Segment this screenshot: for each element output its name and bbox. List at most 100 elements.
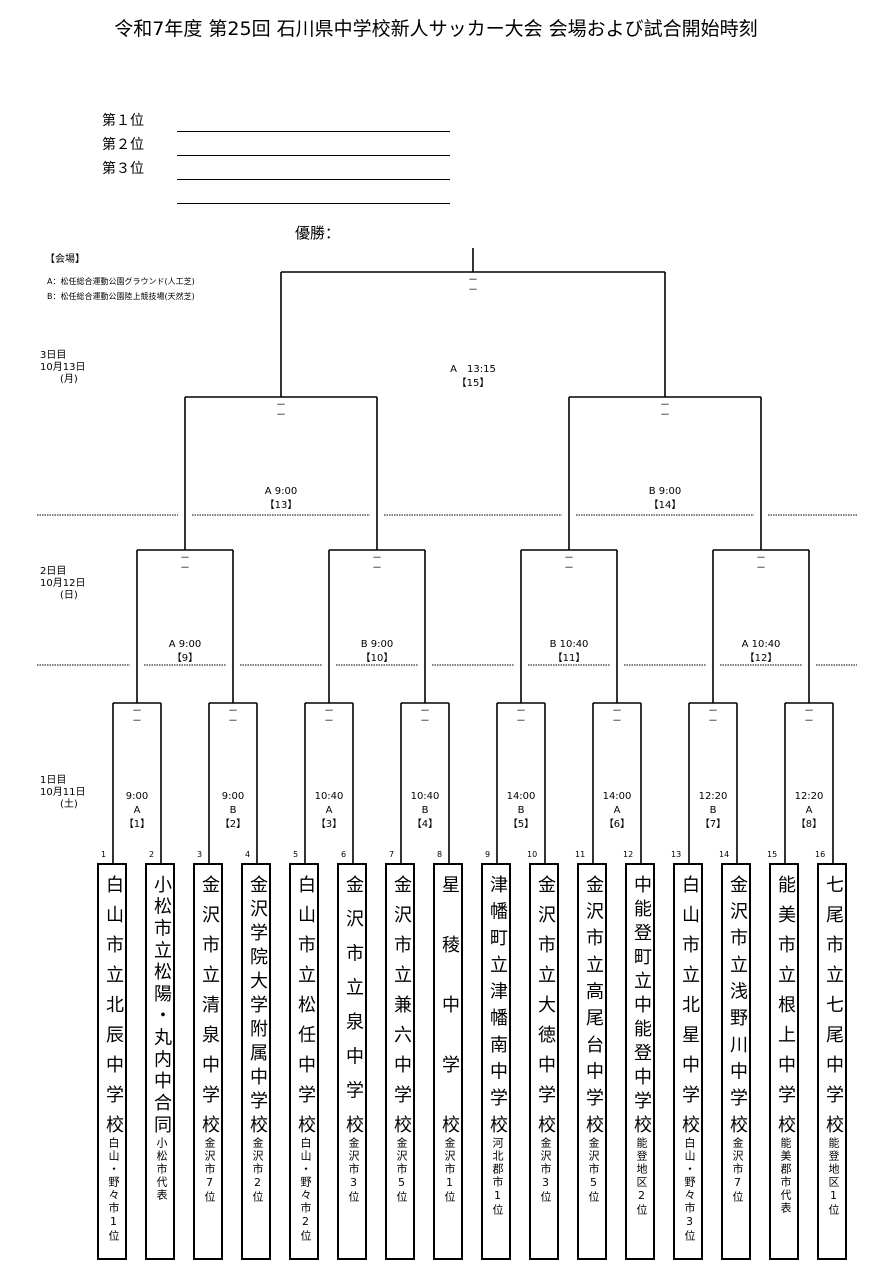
team-number: 7 (389, 850, 395, 859)
team-qualification: 金沢市7位 (731, 1137, 744, 1204)
team-number: 10 (527, 850, 538, 859)
team-number: 4 (245, 850, 251, 859)
team-box: 金沢市立浅野川中学校金沢市7位 (721, 863, 751, 1260)
match-7-time: 12:20 (698, 791, 728, 802)
match-14-score-home: － (660, 400, 670, 411)
match-10-label: B 9:00 (360, 639, 394, 650)
match-14-score-away: － (660, 410, 670, 421)
team-number: 15 (767, 850, 778, 859)
match-4-venue: B (421, 805, 429, 816)
match-3-venue: A (325, 805, 333, 816)
page-title: 令和7年度 第25回 石川県中学校新人サッカー大会 会場および試合開始時刻 (114, 18, 758, 40)
team-box: 星稜中学校金沢市1位 (433, 863, 463, 1260)
team-qualification: 金沢市3位 (539, 1137, 552, 1204)
team-number: 12 (623, 850, 634, 859)
match-9-number: 【9】 (171, 653, 199, 664)
team-name: 星稜中学校 (439, 875, 460, 1133)
match-7-number: 【7】 (699, 819, 727, 830)
team-box: 白山市立松任中学校白山・野々市2位 (289, 863, 319, 1260)
match-9-score-home: － (180, 553, 190, 564)
team-qualification: 金沢市1位 (443, 1137, 456, 1204)
match-1-venue: A (133, 805, 141, 816)
team-qualification: 河北郡市1位 (491, 1137, 504, 1217)
match-2-venue: B (229, 805, 237, 816)
match-2-score-home: － (228, 706, 238, 717)
match-12-label: A 10:40 (741, 639, 781, 650)
match-8-score-home: － (804, 706, 814, 717)
venue-a: A：松任総合運動公園グラウンド(人工芝) (47, 277, 195, 286)
team-box: 金沢学院大学附属中学校金沢市2位 (241, 863, 271, 1260)
team-qualification: 金沢市3位 (347, 1137, 360, 1204)
team-box: 小松市立松陽・丸内中合同小松市代表 (145, 863, 175, 1260)
team-name: 津幡町立津幡南中学校 (487, 875, 508, 1133)
team-qualification: 金沢市7位 (203, 1137, 216, 1204)
match-14-label: B 9:00 (648, 486, 682, 497)
match-6-time: 14:00 (602, 791, 632, 802)
match-7-score-away: － (708, 716, 718, 727)
match-2-number: 【2】 (219, 819, 247, 830)
team-number: 1 (101, 850, 107, 859)
team-number: 11 (575, 850, 586, 859)
team-qualification: 金沢市2位 (251, 1137, 264, 1204)
team-name: 金沢市立泉中学校 (343, 875, 364, 1133)
match-3-number: 【3】 (315, 819, 343, 830)
match-10-score-home: － (372, 553, 382, 564)
team-box: 七尾市立七尾中学校能登地区1位 (817, 863, 847, 1260)
team-qualification: 能登地区1位 (827, 1137, 840, 1217)
team-name: 白山市立北星中学校 (679, 875, 700, 1133)
match-6-venue: A (613, 805, 621, 816)
match-1-number: 【1】 (123, 819, 151, 830)
team-name: 小松市立松陽・丸内中合同 (151, 875, 172, 1133)
team-name: 中能登町立中能登中学校 (631, 875, 652, 1133)
match-12-score-home: － (756, 553, 766, 564)
match-1-score-away: － (132, 716, 142, 727)
team-qualification: 能登地区2位 (635, 1137, 648, 1217)
final-score-away: － (468, 285, 478, 296)
venue-heading: 【会場】 (45, 254, 85, 265)
match-11-label: B 10:40 (549, 639, 589, 650)
match-6-score-away: － (612, 716, 622, 727)
match-4-time: 10:40 (410, 791, 440, 802)
match-11-score-home: － (564, 553, 574, 564)
day-2-label: 2日目 10月12日 (日) (40, 566, 86, 601)
match-1-time: 9:00 (125, 791, 149, 802)
match-12-number: 【12】 (744, 653, 778, 664)
rank-1-line (177, 131, 450, 132)
rank-2-label: 第２位 (102, 137, 144, 153)
team-number: 3 (197, 850, 203, 859)
match-4-score-home: － (420, 706, 430, 717)
team-name: 金沢市立兼六中学校 (391, 875, 412, 1133)
match-10-score-away: － (372, 563, 382, 574)
team-number: 16 (815, 850, 826, 859)
final-score-home: － (468, 275, 478, 286)
team-name: 金沢学院大学附属中学校 (247, 875, 268, 1133)
match-13-score-away: － (276, 410, 286, 421)
team-name: 金沢市立高尾台中学校 (583, 875, 604, 1133)
team-number: 2 (149, 850, 155, 859)
team-number: 8 (437, 850, 443, 859)
team-name: 金沢市立清泉中学校 (199, 875, 220, 1133)
match-11-number: 【11】 (552, 653, 586, 664)
team-box: 金沢市立清泉中学校金沢市7位 (193, 863, 223, 1260)
team-box: 能美市立根上中学校能美郡市代表 (769, 863, 799, 1260)
team-box: 金沢市立泉中学校金沢市3位 (337, 863, 367, 1260)
day-1-label: 1日目 10月11日 (土) (40, 775, 86, 810)
match-2-time: 9:00 (221, 791, 245, 802)
team-box: 白山市立北星中学校白山・野々市3位 (673, 863, 703, 1260)
team-box: 金沢市立兼六中学校金沢市5位 (385, 863, 415, 1260)
match-10-number: 【10】 (360, 653, 394, 664)
match-13-score-home: － (276, 400, 286, 411)
team-qualification: 小松市代表 (155, 1137, 168, 1202)
match-4-score-away: － (420, 716, 430, 727)
match-7-venue: B (709, 805, 717, 816)
team-qualification: 金沢市5位 (395, 1137, 408, 1204)
match-4-number: 【4】 (411, 819, 439, 830)
team-name: 白山市立松任中学校 (295, 875, 316, 1133)
match-11-score-away: － (564, 563, 574, 574)
match-8-number: 【8】 (795, 819, 823, 830)
rank-3a-line (177, 179, 450, 180)
match-8-time: 12:20 (794, 791, 824, 802)
match-2-score-away: － (228, 716, 238, 727)
match-8-venue: A (805, 805, 813, 816)
team-qualification: 金沢市5位 (587, 1137, 600, 1204)
